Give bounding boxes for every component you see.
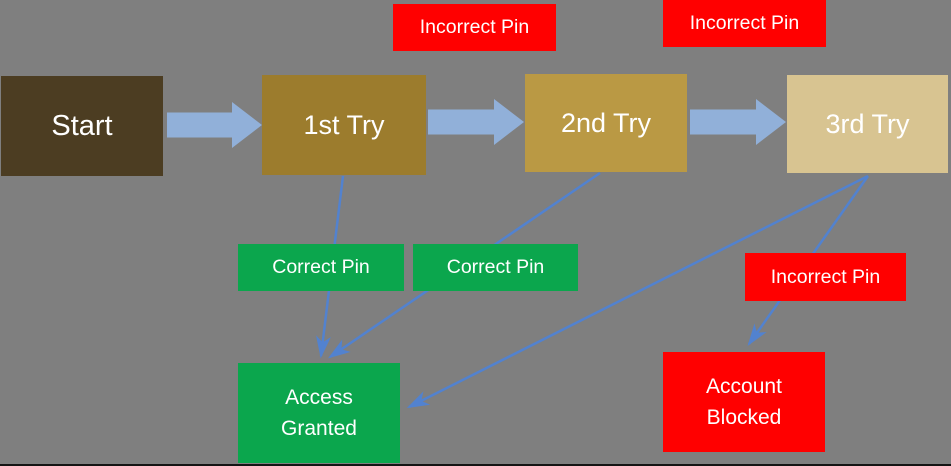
arrow-start-to-try1 xyxy=(167,102,262,148)
screenshot-bottom-edge xyxy=(0,464,951,466)
node-start-label: Start xyxy=(51,109,113,142)
node-account-blocked: Account Blocked xyxy=(663,352,825,452)
edge-label-incorrect-pin-3: Incorrect Pin xyxy=(745,253,906,301)
edge-label-text: Incorrect Pin xyxy=(689,12,800,34)
node-third-try: 3rd Try xyxy=(787,75,948,173)
edge-label-text: Correct Pin xyxy=(272,256,370,278)
node-account-blocked-label: Account Blocked xyxy=(706,374,782,430)
node-start: Start xyxy=(1,76,163,176)
node-first-try: 1st Try xyxy=(262,75,426,175)
edge-label-correct-pin-2: Correct Pin xyxy=(413,244,578,291)
arrow-try1-to-try2 xyxy=(428,99,524,145)
node-access-granted-label: Access Granted xyxy=(281,385,357,441)
edge-label-incorrect-pin-1: Incorrect Pin xyxy=(393,4,556,51)
node-second-try: 2nd Try xyxy=(525,74,687,172)
edge-label-text: Incorrect Pin xyxy=(419,16,530,38)
arrow-try3-to-access-granted xyxy=(406,174,869,409)
node-first-try-label: 1st Try xyxy=(303,109,385,140)
node-access-granted: Access Granted xyxy=(238,363,400,463)
node-third-try-label: 3rd Try xyxy=(825,108,910,139)
node-second-try-label: 2nd Try xyxy=(560,107,652,138)
edge-label-text: Correct Pin xyxy=(446,256,545,278)
edge-label-incorrect-pin-2: Incorrect Pin xyxy=(663,0,826,47)
edge-label-text: Incorrect Pin xyxy=(770,265,881,288)
edge-label-correct-pin-1: Correct Pin xyxy=(238,244,404,291)
arrow-try2-to-try3 xyxy=(690,99,786,145)
